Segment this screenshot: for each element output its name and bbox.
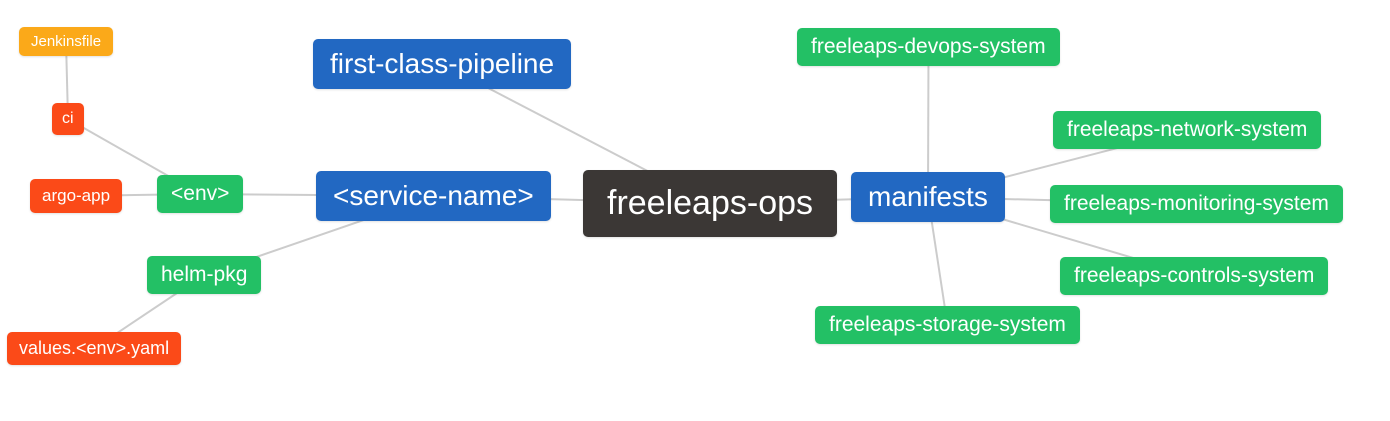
node-helm-pkg[interactable]: helm-pkg (147, 256, 262, 295)
node-jenkinsfile[interactable]: Jenkinsfile (19, 27, 114, 57)
node-freeleaps-controls-system[interactable]: freeleaps-controls-system (1060, 257, 1329, 296)
node-env[interactable]: <env> (157, 175, 244, 214)
node-freeleaps-ops-root[interactable]: freeleaps-ops (583, 170, 838, 238)
node-ci[interactable]: ci (52, 103, 84, 136)
node-freeleaps-devops-system[interactable]: freeleaps-devops-system (797, 28, 1060, 67)
node-manifests[interactable]: manifests (851, 172, 1005, 223)
node-freeleaps-network-system[interactable]: freeleaps-network-system (1053, 111, 1322, 150)
node-freeleaps-storage-system[interactable]: freeleaps-storage-system (815, 306, 1080, 345)
node-freeleaps-monitoring-system[interactable]: freeleaps-monitoring-system (1050, 185, 1343, 224)
node-argo-app[interactable]: argo-app (30, 179, 123, 213)
node-first-class-pipeline[interactable]: first-class-pipeline (313, 39, 572, 90)
node-values-env-yaml[interactable]: values.<env>.yaml (7, 332, 182, 365)
node-service-name[interactable]: <service-name> (316, 171, 551, 222)
